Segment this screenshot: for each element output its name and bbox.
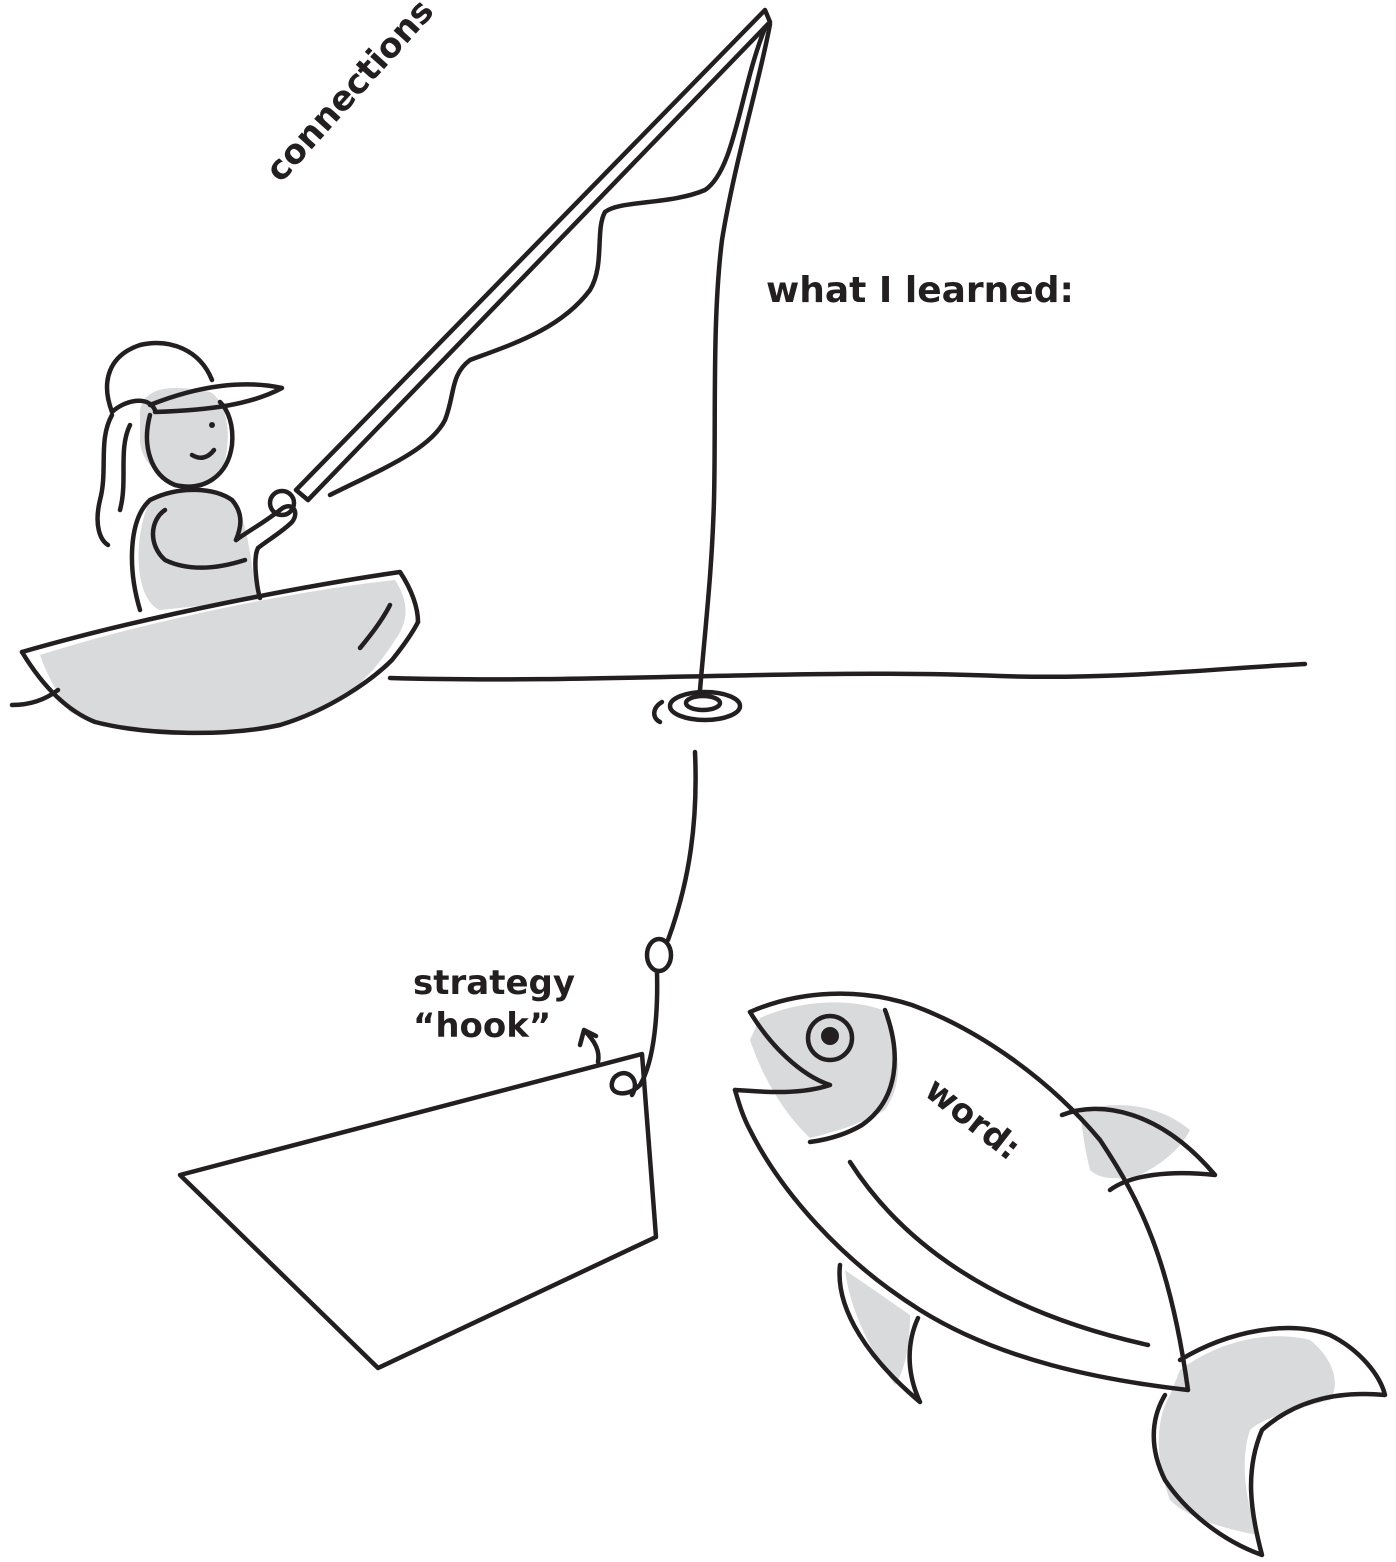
- strategy-hook-label: strategy “hook”: [413, 962, 575, 1047]
- strategy-pointer: [580, 1030, 598, 1062]
- what-i-learned-label: what I learned:: [766, 273, 1074, 309]
- girl-fishing-figure: [98, 343, 296, 610]
- hook-icon: [612, 752, 696, 1095]
- bait-box: [180, 1054, 656, 1368]
- ripple-icon: [654, 692, 740, 722]
- water-line: [390, 664, 1305, 679]
- strategy-label-line2: “hook”: [413, 1005, 575, 1048]
- strategy-label-line1: strategy: [413, 962, 575, 1005]
- fish-icon: [735, 994, 1385, 1555]
